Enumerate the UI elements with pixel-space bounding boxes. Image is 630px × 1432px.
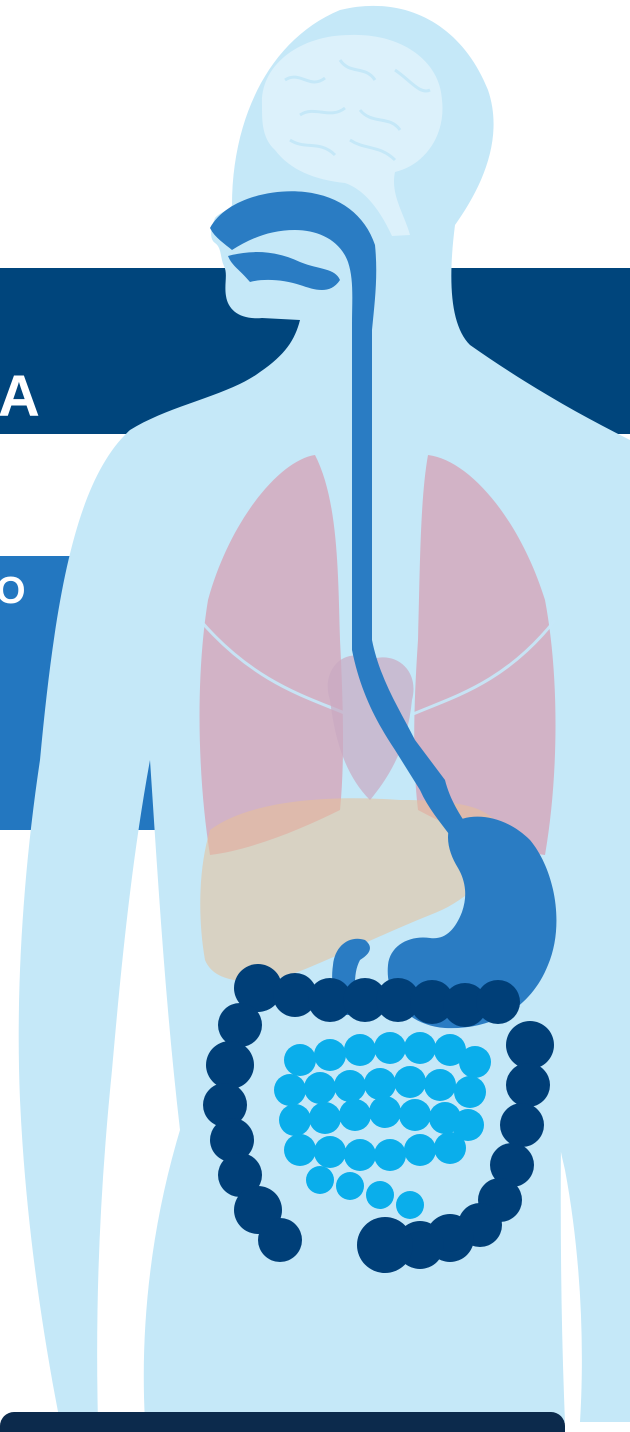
- bottom-bar: [0, 1412, 565, 1432]
